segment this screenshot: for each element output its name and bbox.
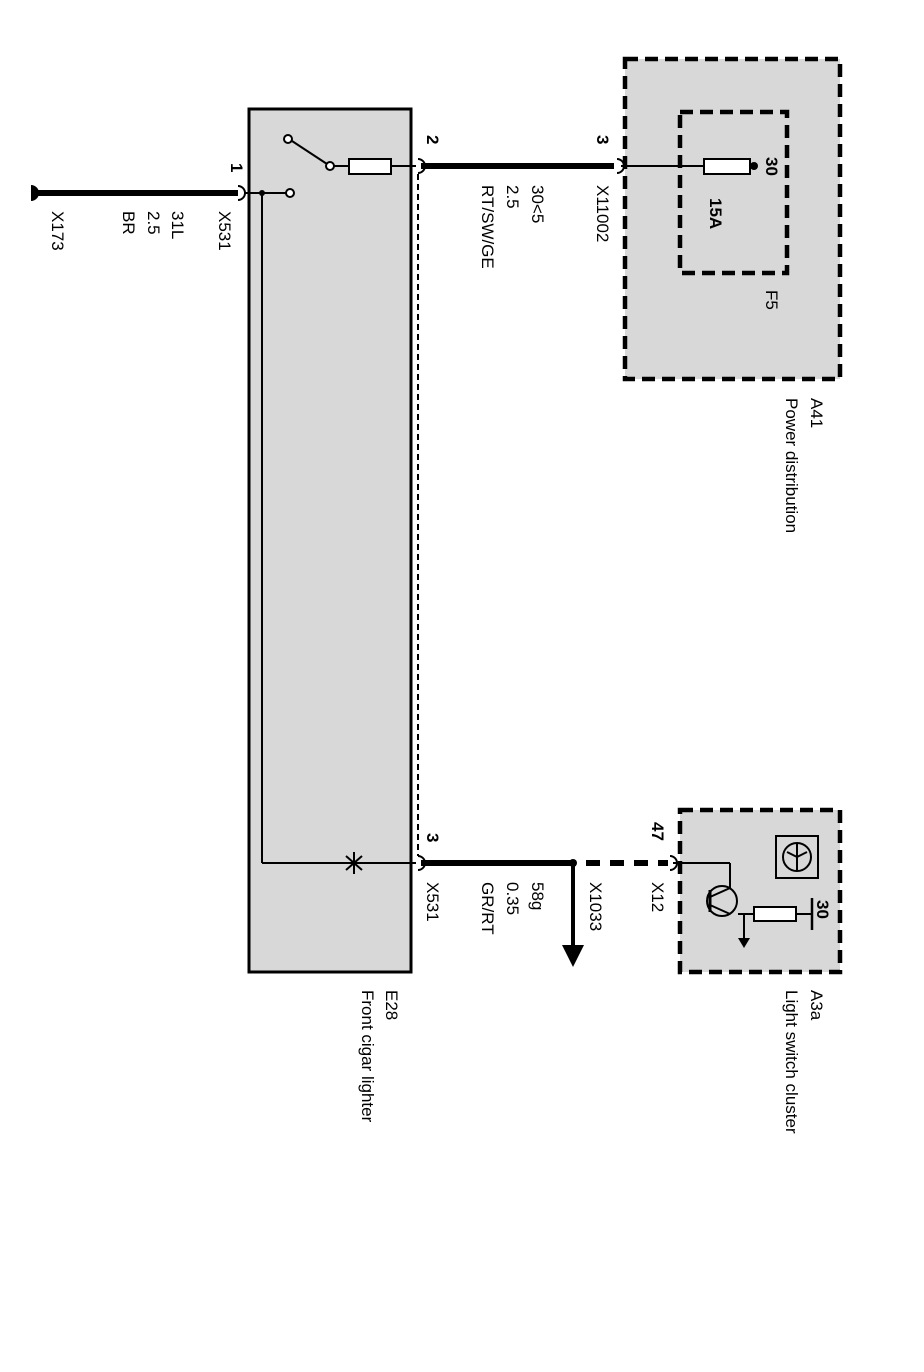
- x12-pin-number: 47: [648, 822, 667, 841]
- power-wire-size: 2.5: [503, 185, 522, 209]
- fuse-terminal-30: [750, 162, 758, 170]
- ground-wire-circuit: 31L: [168, 211, 187, 239]
- cluster-resistor: [753, 906, 797, 922]
- fuse-f5-body: [703, 158, 751, 175]
- x1033-arrow-icon: [562, 945, 584, 967]
- light-switch-cluster-box: [677, 807, 843, 975]
- pin1-connector-icon: [237, 185, 246, 201]
- power-wire-color: RT/SW/GE: [478, 185, 497, 269]
- a41-id-label: A41: [807, 398, 826, 428]
- pin1-connector: X531: [215, 211, 234, 251]
- e28-id-label: E28: [382, 990, 401, 1020]
- pin3-connector: X531: [423, 882, 442, 922]
- illumination-wire-color: GR/RT: [478, 882, 497, 935]
- heater-element: [348, 158, 392, 175]
- power-wire-circuit: 30<5: [528, 185, 547, 223]
- cigar-lighter-box: [247, 107, 413, 974]
- cluster-ground-arrow-icon: [738, 938, 750, 948]
- ground-symbol-icon: [31, 185, 39, 201]
- switch-contact-lower: [285, 188, 295, 198]
- transistor-icon: [706, 885, 738, 917]
- x1033-connector: X1033: [586, 882, 605, 931]
- ground-wire-size: 2.5: [144, 211, 163, 235]
- x11002-connector: X11002: [593, 185, 612, 242]
- x12-connector-icon: [669, 855, 678, 871]
- fuse-terminal-30-label: 30: [762, 157, 781, 176]
- ground-wire-color: BR: [119, 211, 138, 235]
- pin3-number: 3: [423, 833, 442, 842]
- power-distribution-box: [622, 56, 843, 382]
- a3a-name-label: Light switch cluster: [782, 990, 801, 1134]
- x11002-pin-number: 3: [593, 135, 612, 144]
- electronic-module-icon: [775, 835, 819, 879]
- illumination-lamp-icon: [345, 852, 363, 874]
- illumination-wire-circuit: 58g: [528, 882, 547, 910]
- switch-contact-upper: [283, 134, 293, 144]
- ground-connector-x173: X173: [48, 211, 67, 251]
- e28-name-label: Front cigar lighter: [358, 990, 377, 1123]
- pin2-number: 2: [423, 135, 442, 144]
- fuse-id-label: F5: [762, 290, 781, 310]
- a41-name-label: Power distribution: [782, 398, 801, 533]
- fuse-rating-label: 15A: [706, 198, 725, 229]
- a3a-id-label: A3a: [807, 990, 826, 1021]
- pin2-connector-icon: [417, 158, 426, 174]
- switch-blade: [291, 140, 328, 165]
- pin1-number: 1: [227, 163, 246, 172]
- fuse-holder-box: [677, 109, 790, 276]
- illumination-wire-size: 0.35: [503, 882, 522, 915]
- cluster-terminal-30-label: 30: [813, 900, 832, 919]
- x12-connector: X12: [648, 882, 667, 912]
